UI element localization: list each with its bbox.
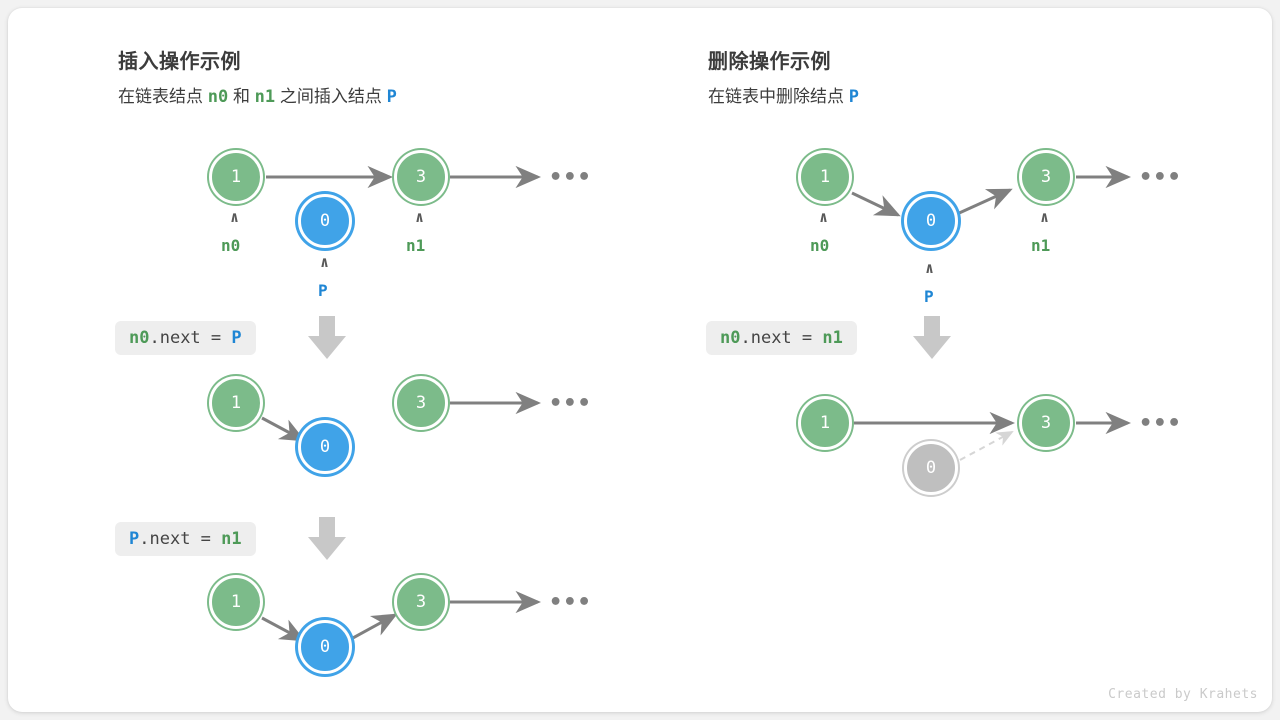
subtitle-seg: 和 — [228, 87, 255, 106]
code-var-n0: n0 — [720, 328, 741, 348]
subtitle-var-p: P — [848, 87, 859, 107]
insert-step1-down-arrow-icon — [308, 316, 346, 359]
tail-dots-d-step1: ••• — [1139, 411, 1182, 436]
subtitle-var-n1: n1 — [254, 87, 276, 107]
node-n1-step2: 3 — [394, 575, 448, 629]
node-n0-step1: 1 — [209, 376, 263, 430]
code-var-n0: n0 — [129, 328, 150, 348]
node-d-removed: 0 — [904, 441, 958, 495]
tail-dots-d: ••• — [1139, 165, 1182, 190]
code-seg: .next = — [149, 328, 232, 348]
insert-panel-subtitle: 在链表结点 n0 和 n1 之间插入结点 P — [118, 82, 397, 107]
label-n1: n1 — [406, 236, 426, 255]
label-n0: n0 — [221, 236, 241, 255]
node-p-step2: 0 — [298, 620, 352, 674]
node-n0: 1 — [209, 150, 263, 204]
code-var-p: P — [231, 328, 242, 348]
tail-dots-step1: ••• — [549, 391, 592, 416]
delete-panel-subtitle: 在链表中删除结点 P — [708, 82, 859, 107]
node-n0-step2: 1 — [209, 575, 263, 629]
caret-d-n0: ∧ — [819, 208, 829, 226]
node-n1-step1: 3 — [394, 376, 448, 430]
caret-p: ∧ — [320, 253, 330, 271]
subtitle-var-p: P — [386, 87, 397, 107]
code-var-n1: n1 — [822, 328, 843, 348]
subtitle-seg: 在链表结点 — [118, 87, 208, 106]
node-d-n0: 1 — [798, 150, 852, 204]
subtitle-seg: 在链表中删除结点 — [708, 87, 849, 106]
caret-n1: ∧ — [415, 208, 425, 226]
label-d-p: P — [924, 287, 934, 306]
code-seg: .next = — [139, 529, 222, 549]
node-d-n1-step1: 3 — [1019, 396, 1073, 450]
subtitle-var-n0: n0 — [207, 87, 229, 107]
tail-dots-step2: ••• — [549, 590, 592, 615]
credit-text: Created by Krahets — [1108, 687, 1258, 702]
insert-step2-code: P.next = n1 — [115, 522, 256, 556]
node-d-n0-step1: 1 — [798, 396, 852, 450]
delete-step1-down-arrow-icon — [913, 316, 951, 359]
caret-n0: ∧ — [230, 208, 240, 226]
node-d-n1: 3 — [1019, 150, 1073, 204]
diagram-card — [8, 8, 1272, 712]
node-p-step1: 0 — [298, 420, 352, 474]
label-d-n1: n1 — [1031, 236, 1051, 255]
subtitle-seg: 之间插入结点 — [275, 87, 387, 106]
label-p: P — [318, 281, 328, 300]
code-var-p: P — [129, 529, 140, 549]
delete-panel-title: 删除操作示例 — [708, 51, 831, 73]
node-n1: 3 — [394, 150, 448, 204]
insert-step2-down-arrow-icon — [308, 517, 346, 560]
caret-d-p: ∧ — [925, 259, 935, 277]
caret-d-n1: ∧ — [1040, 208, 1050, 226]
delete-step1-code: n0.next = n1 — [706, 321, 857, 355]
tail-dots: ••• — [549, 165, 592, 190]
node-p: 0 — [298, 194, 352, 248]
node-d-p: 0 — [904, 194, 958, 248]
label-d-n0: n0 — [810, 236, 830, 255]
code-seg: .next = — [740, 328, 823, 348]
insert-step1-code: n0.next = P — [115, 321, 256, 355]
code-var-n1: n1 — [221, 529, 242, 549]
insert-panel-title: 插入操作示例 — [118, 51, 241, 73]
